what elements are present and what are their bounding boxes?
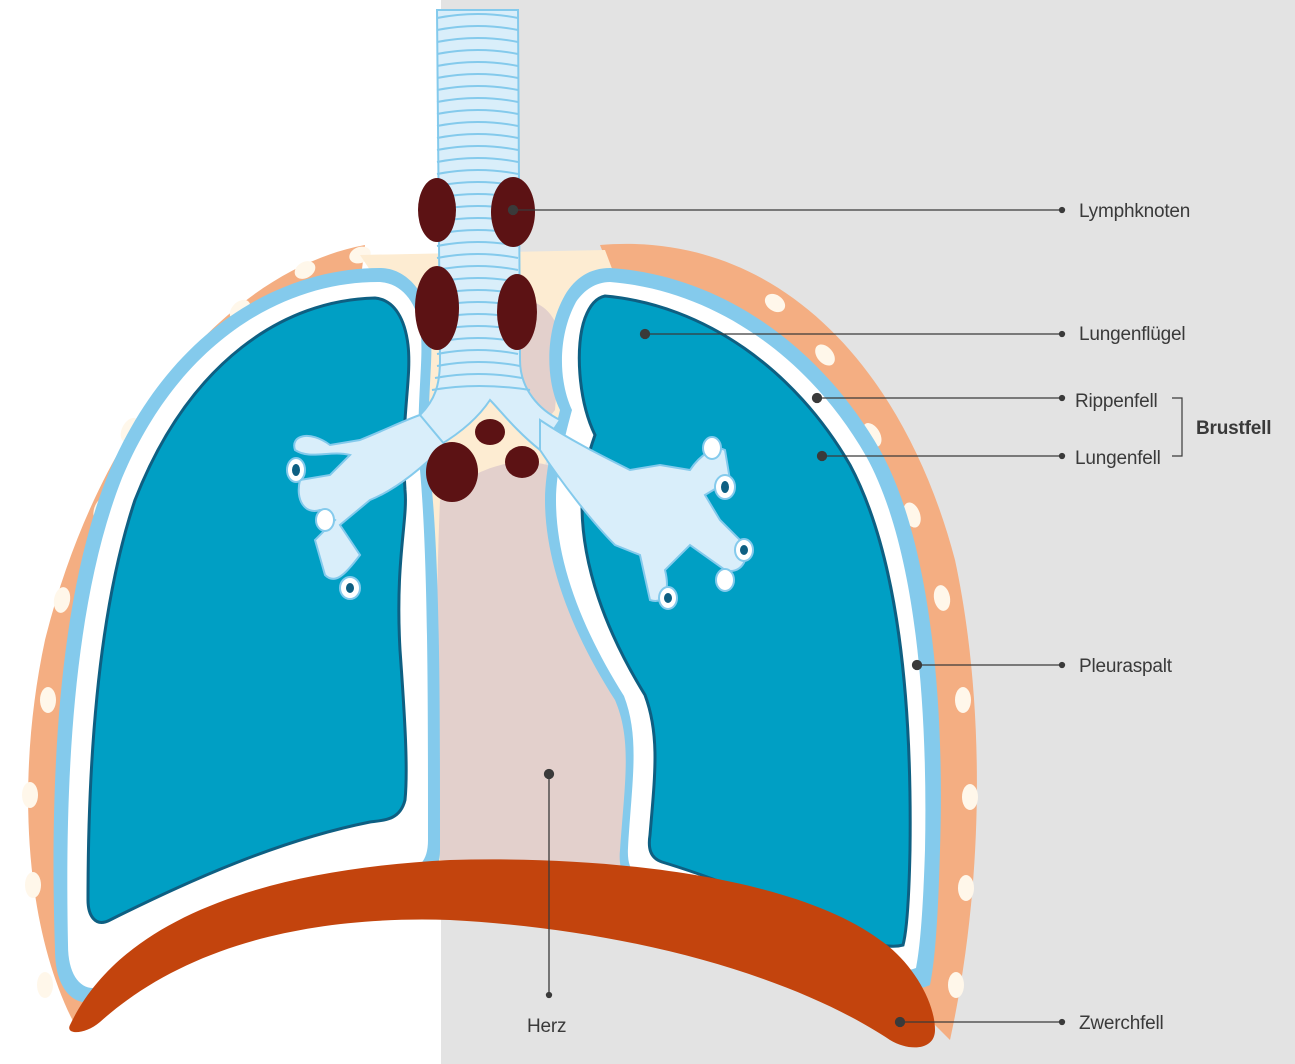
lymph-node <box>497 274 537 350</box>
label-lymphknoten: Lymphknoten <box>1079 201 1190 223</box>
lymph-node <box>426 442 478 502</box>
lymph-node <box>418 178 456 242</box>
lymph-node <box>505 446 539 478</box>
label-rippenfell: Rippenfell <box>1075 391 1158 413</box>
label-lungenfluegel: Lungenflügel <box>1079 324 1185 346</box>
lymph-node <box>415 266 459 350</box>
label-brustfell: Brustfell <box>1196 418 1271 440</box>
label-zwerchfell: Zwerchfell <box>1079 1013 1164 1035</box>
label-pleuraspalt: Pleuraspalt <box>1079 656 1172 678</box>
label-lungenfell: Lungenfell <box>1075 448 1161 470</box>
lymph-node <box>475 419 505 445</box>
label-herz: Herz <box>527 1016 566 1038</box>
